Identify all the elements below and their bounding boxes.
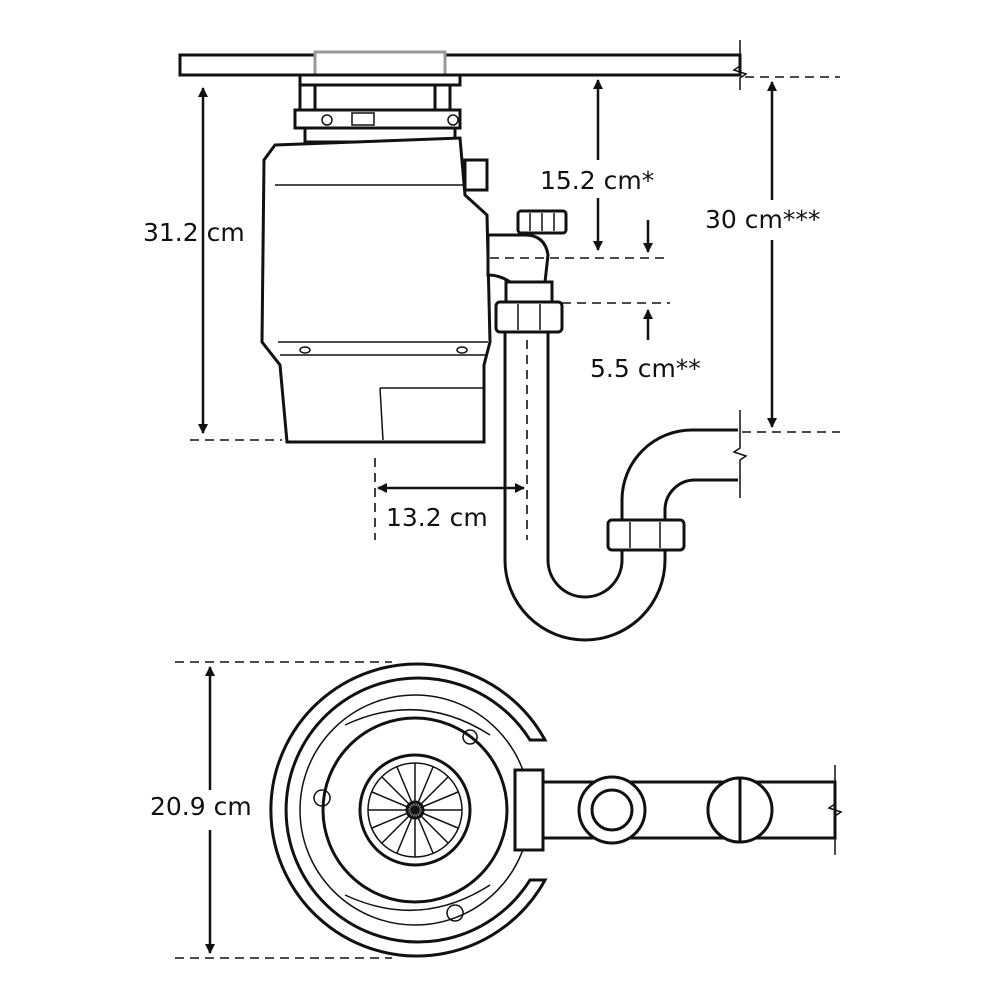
drain-height-label: 30 cm*** [705, 205, 821, 234]
height-label: 31.2 cm [143, 218, 245, 247]
disposer-body [260, 136, 492, 444]
outlet-height-label: 15.2 cm* [540, 166, 655, 195]
grinding-plate [358, 753, 472, 867]
discharge-outlet [486, 209, 568, 334]
break-mark [827, 765, 843, 855]
trap-pipe [503, 332, 738, 642]
break-mark [732, 410, 748, 498]
outlet-nut [577, 775, 647, 845]
trap-nut [606, 518, 686, 552]
outlet-drop-label: 5.5 cm** [590, 354, 701, 383]
reset-button [463, 158, 489, 192]
disposer-top-outline [269, 662, 548, 958]
outlet-offset-label: 13.2 cm [386, 503, 488, 532]
top-view [175, 661, 843, 959]
break-mark [732, 40, 748, 90]
width-label: 20.9 cm [150, 792, 252, 821]
mounting-assembly [293, 73, 462, 144]
side-view [178, 40, 840, 642]
countertop [178, 53, 742, 77]
sink-flange [313, 50, 447, 78]
